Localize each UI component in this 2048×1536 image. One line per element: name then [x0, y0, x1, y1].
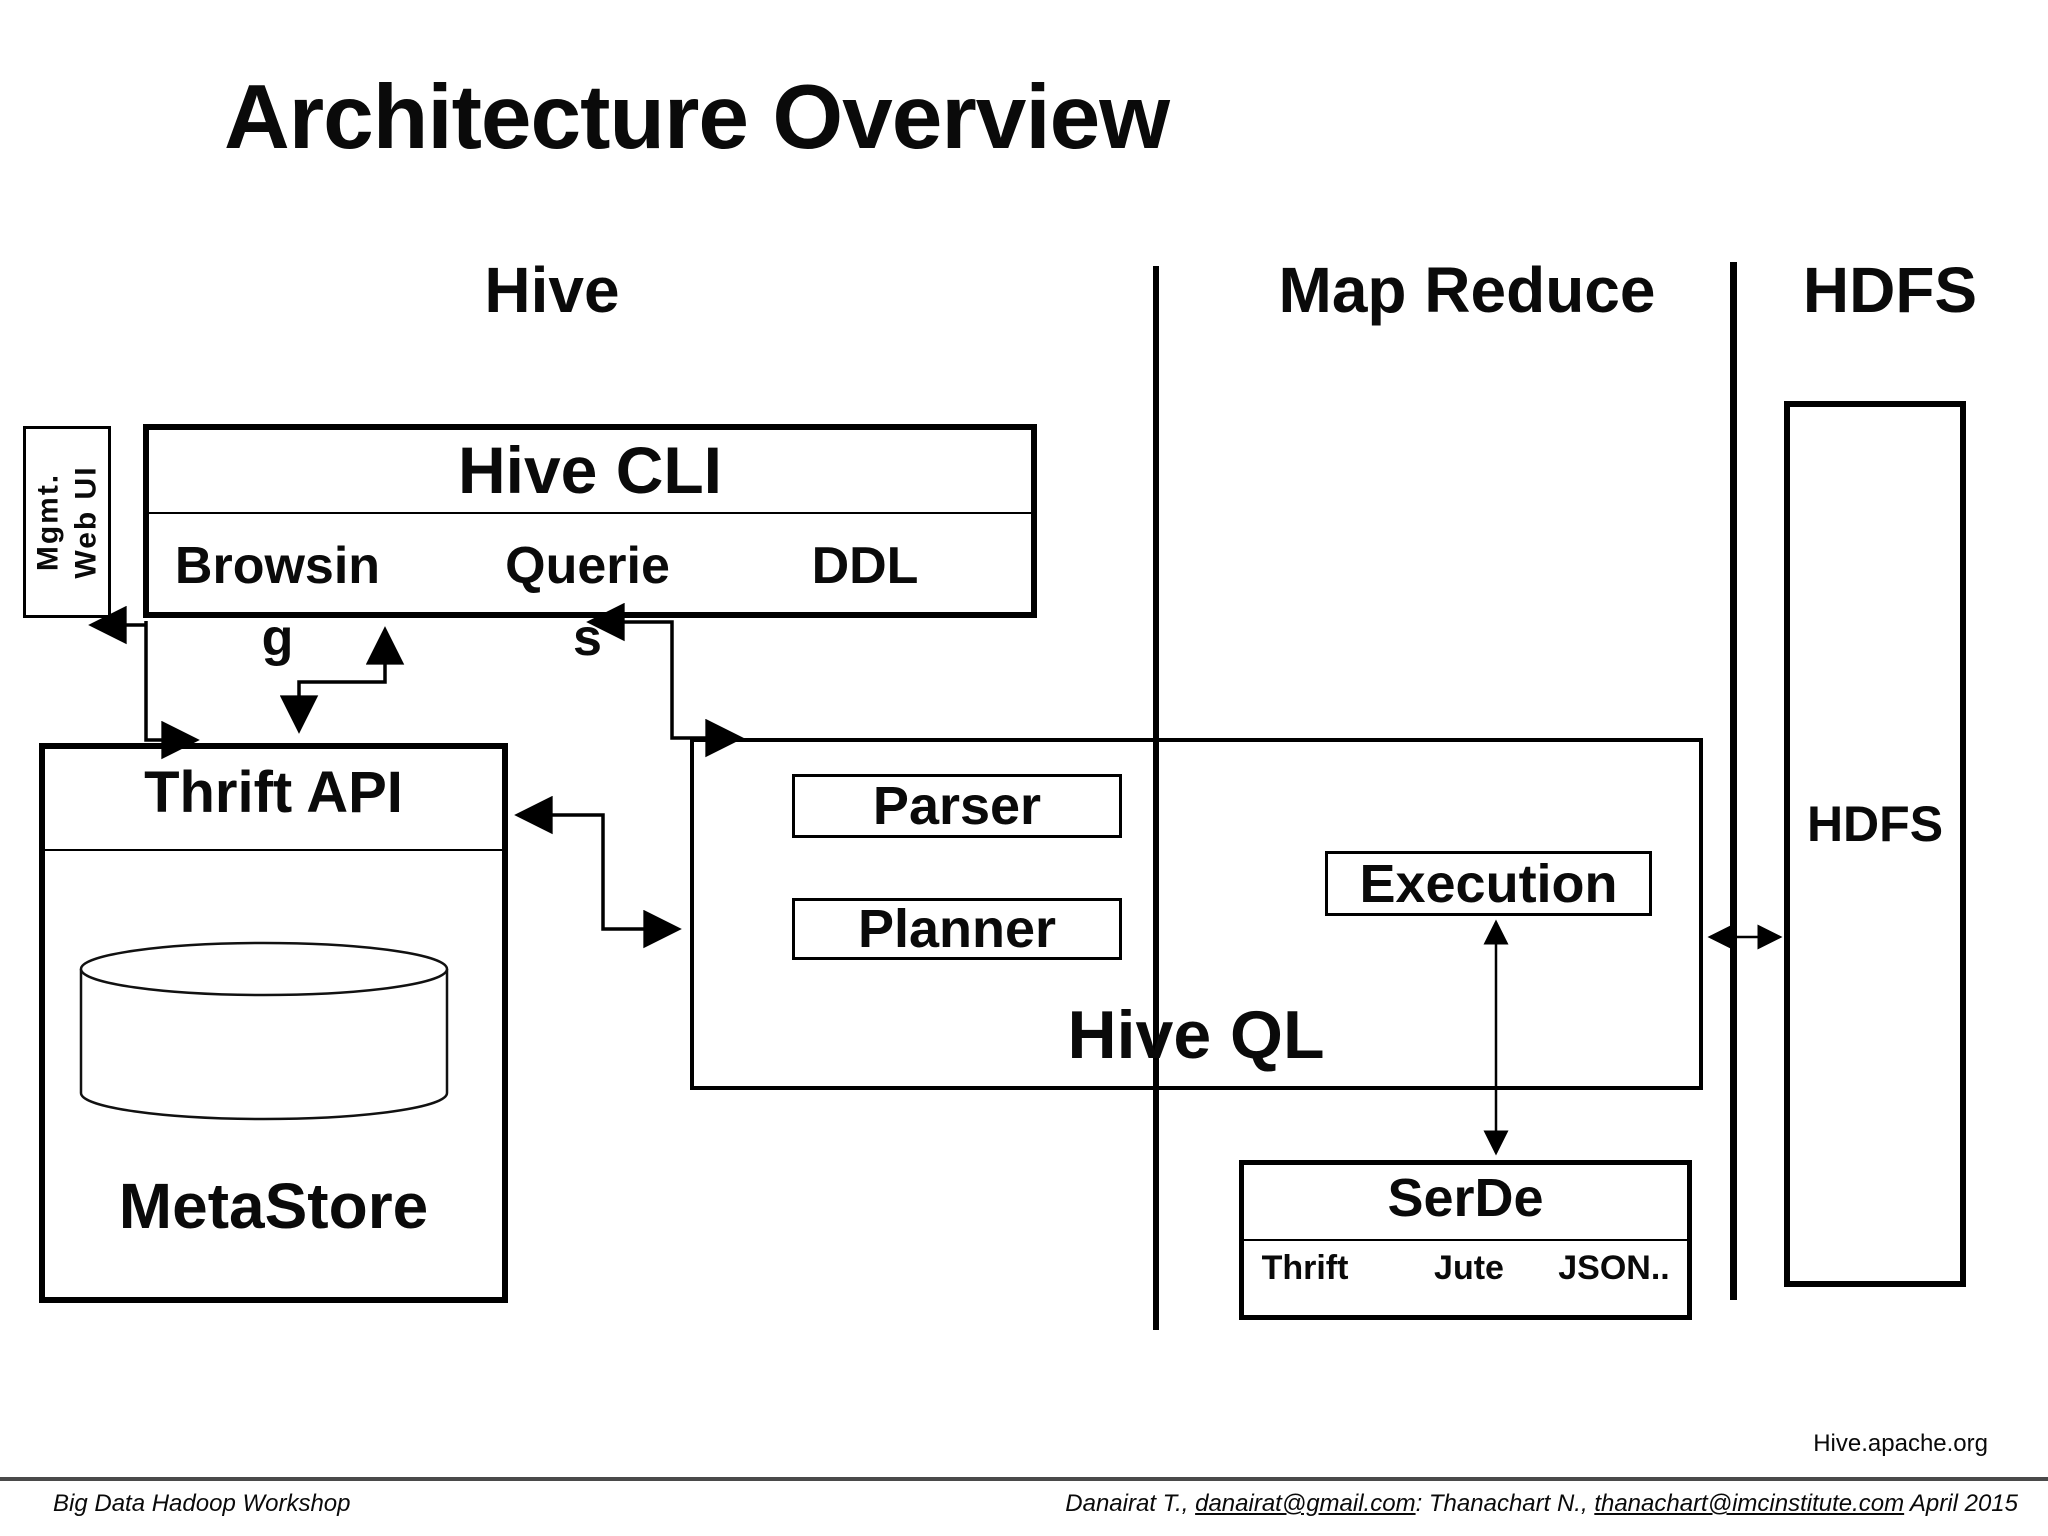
database-cylinder-icon	[79, 941, 449, 1121]
mgmt-web-ui-label: Mgmt. Web UI	[30, 465, 105, 578]
mgmt-label-line1: Mgmt.	[31, 472, 65, 572]
hive-cli-title: Hive CLI	[457, 433, 723, 507]
serde-format-thrift: Thrift	[1261, 1249, 1349, 1287]
mgmt-label-line2: Web UI	[69, 465, 102, 579]
footer-credit-name-1: Danairat T.,	[1065, 1490, 1196, 1517]
footer-date: April 2015	[1904, 1490, 2018, 1517]
hive-ql-label: Hive QL	[1067, 997, 1325, 1073]
hive-mapreduce-divider-line	[1153, 266, 1159, 1330]
execution-box: Execution	[1325, 851, 1652, 916]
page-title: Architecture Overview	[224, 67, 1170, 168]
parser-box: Parser	[792, 774, 1122, 838]
thrift-api-divider	[45, 849, 502, 851]
footer-divider-line	[0, 1477, 2048, 1481]
footer-workshop-label: Big Data Hadoop Workshop	[53, 1490, 351, 1517]
hive-cli-item-queries: Queries	[505, 537, 670, 667]
column-header-map-reduce: Map Reduce	[1278, 254, 1656, 326]
footer-email-2: thanachart@imcinstitute.com	[1594, 1490, 1905, 1517]
footer-credit-name-2: : Thanachart N.,	[1415, 1490, 1595, 1517]
serde-box: SerDe	[1239, 1160, 1692, 1320]
hive-ql-box	[690, 738, 1703, 1090]
mgmt-web-ui-box: Mgmt. Web UI	[23, 426, 111, 618]
serde-format-jute: Jute	[1434, 1249, 1504, 1287]
serde-title: SerDe	[1387, 1168, 1544, 1228]
source-note: Hive.apache.org	[1813, 1430, 1988, 1457]
hive-cli-title-divider	[149, 512, 1031, 514]
mapreduce-hdfs-divider-line	[1730, 262, 1737, 1300]
footer-email-1: danairat@gmail.com	[1195, 1490, 1416, 1517]
hdfs-box: HDFS	[1784, 401, 1966, 1287]
hive-cli-item-ddl: DDL	[811, 537, 919, 595]
footer-credits: Danairat T., danairat@gmail.com: Thanach…	[1065, 1490, 2018, 1519]
hive-cli-item-browsing: Browsing	[174, 537, 381, 667]
column-header-hive: Hive	[484, 254, 620, 326]
hive-cli-box: Hive CLI	[143, 424, 1037, 618]
metastore-label: MetaStore	[118, 1170, 429, 1242]
hdfs-box-label: HDFS	[1806, 796, 1944, 852]
metastore-box: Thrift API MetaStore	[39, 743, 508, 1303]
serde-title-divider	[1244, 1239, 1687, 1241]
thrift-api-label: Thrift API	[144, 760, 403, 825]
serde-format-json: JSON..	[1558, 1249, 1670, 1287]
column-header-hdfs: HDFS	[1802, 254, 1978, 326]
planner-box: Planner	[792, 898, 1122, 960]
arrow-metastore-hiveql-bidirectional	[514, 795, 682, 949]
